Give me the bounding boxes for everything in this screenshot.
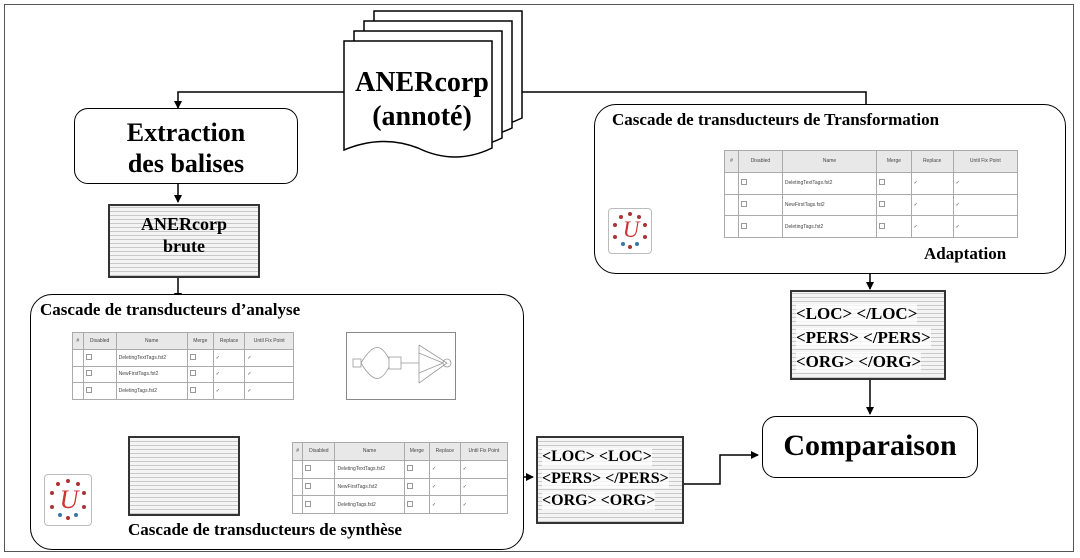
annotated-corpus-subtitle: (annoté): [348, 100, 496, 134]
tag-extraction-box: Extraction des balises: [74, 108, 298, 184]
adaptation-label: Adaptation: [924, 244, 1006, 264]
annotated-corpus-label: ANERcorp (annoté): [348, 66, 496, 133]
analysis-cascade-title: Cascade de transducteurs d’analyse: [40, 300, 300, 320]
output-tag-org: <ORG> <ORG>: [542, 492, 655, 510]
raw-corpus-title: ANERcorp: [110, 214, 258, 236]
unitex-logo-transformation: U: [608, 208, 652, 254]
tag-extraction-line2: des balises: [75, 148, 297, 179]
transformation-cascade-title: Cascade de transducteurs de Transformati…: [612, 110, 939, 130]
comparison-box: Comparaison: [762, 416, 978, 478]
annotated-corpus-title: ANERcorp: [348, 66, 496, 100]
output-tags-document: <LOC> <LOC> <PERS> </PERS> <ORG> <ORG>: [536, 436, 684, 524]
synthesis-cascade-title: Cascade de transducteurs de synthèse: [128, 520, 402, 540]
reference-tags-document: <LOC> </LOC> <PERS> </PERS> <ORG> </ORG>: [790, 290, 946, 380]
output-tag-pers: <PERS> </PERS>: [542, 470, 669, 488]
reference-tag-loc: <LOC> </LOC>: [796, 304, 917, 324]
transducer-graph-icon: [347, 333, 455, 399]
intermediate-text-document: [128, 436, 240, 516]
raw-corpus-label: ANERcorp brute: [110, 214, 258, 257]
reference-tag-org: <ORG> </ORG>: [796, 352, 921, 372]
unitex-logo-analysis: U: [44, 474, 92, 526]
raw-corpus-subtitle: brute: [110, 236, 258, 258]
transducer-graph-thumbnail: [346, 332, 456, 400]
raw-corpus-document: ANERcorp brute: [108, 204, 260, 278]
comparison-label: Comparaison: [783, 429, 956, 462]
logo-letter: U: [609, 217, 653, 243]
output-tag-loc: <LOC> <LOC>: [542, 448, 652, 466]
tag-extraction-line1: Extraction: [75, 117, 297, 148]
logo-letter: U: [45, 485, 93, 515]
reference-tag-pers: <PERS> </PERS>: [796, 328, 931, 348]
